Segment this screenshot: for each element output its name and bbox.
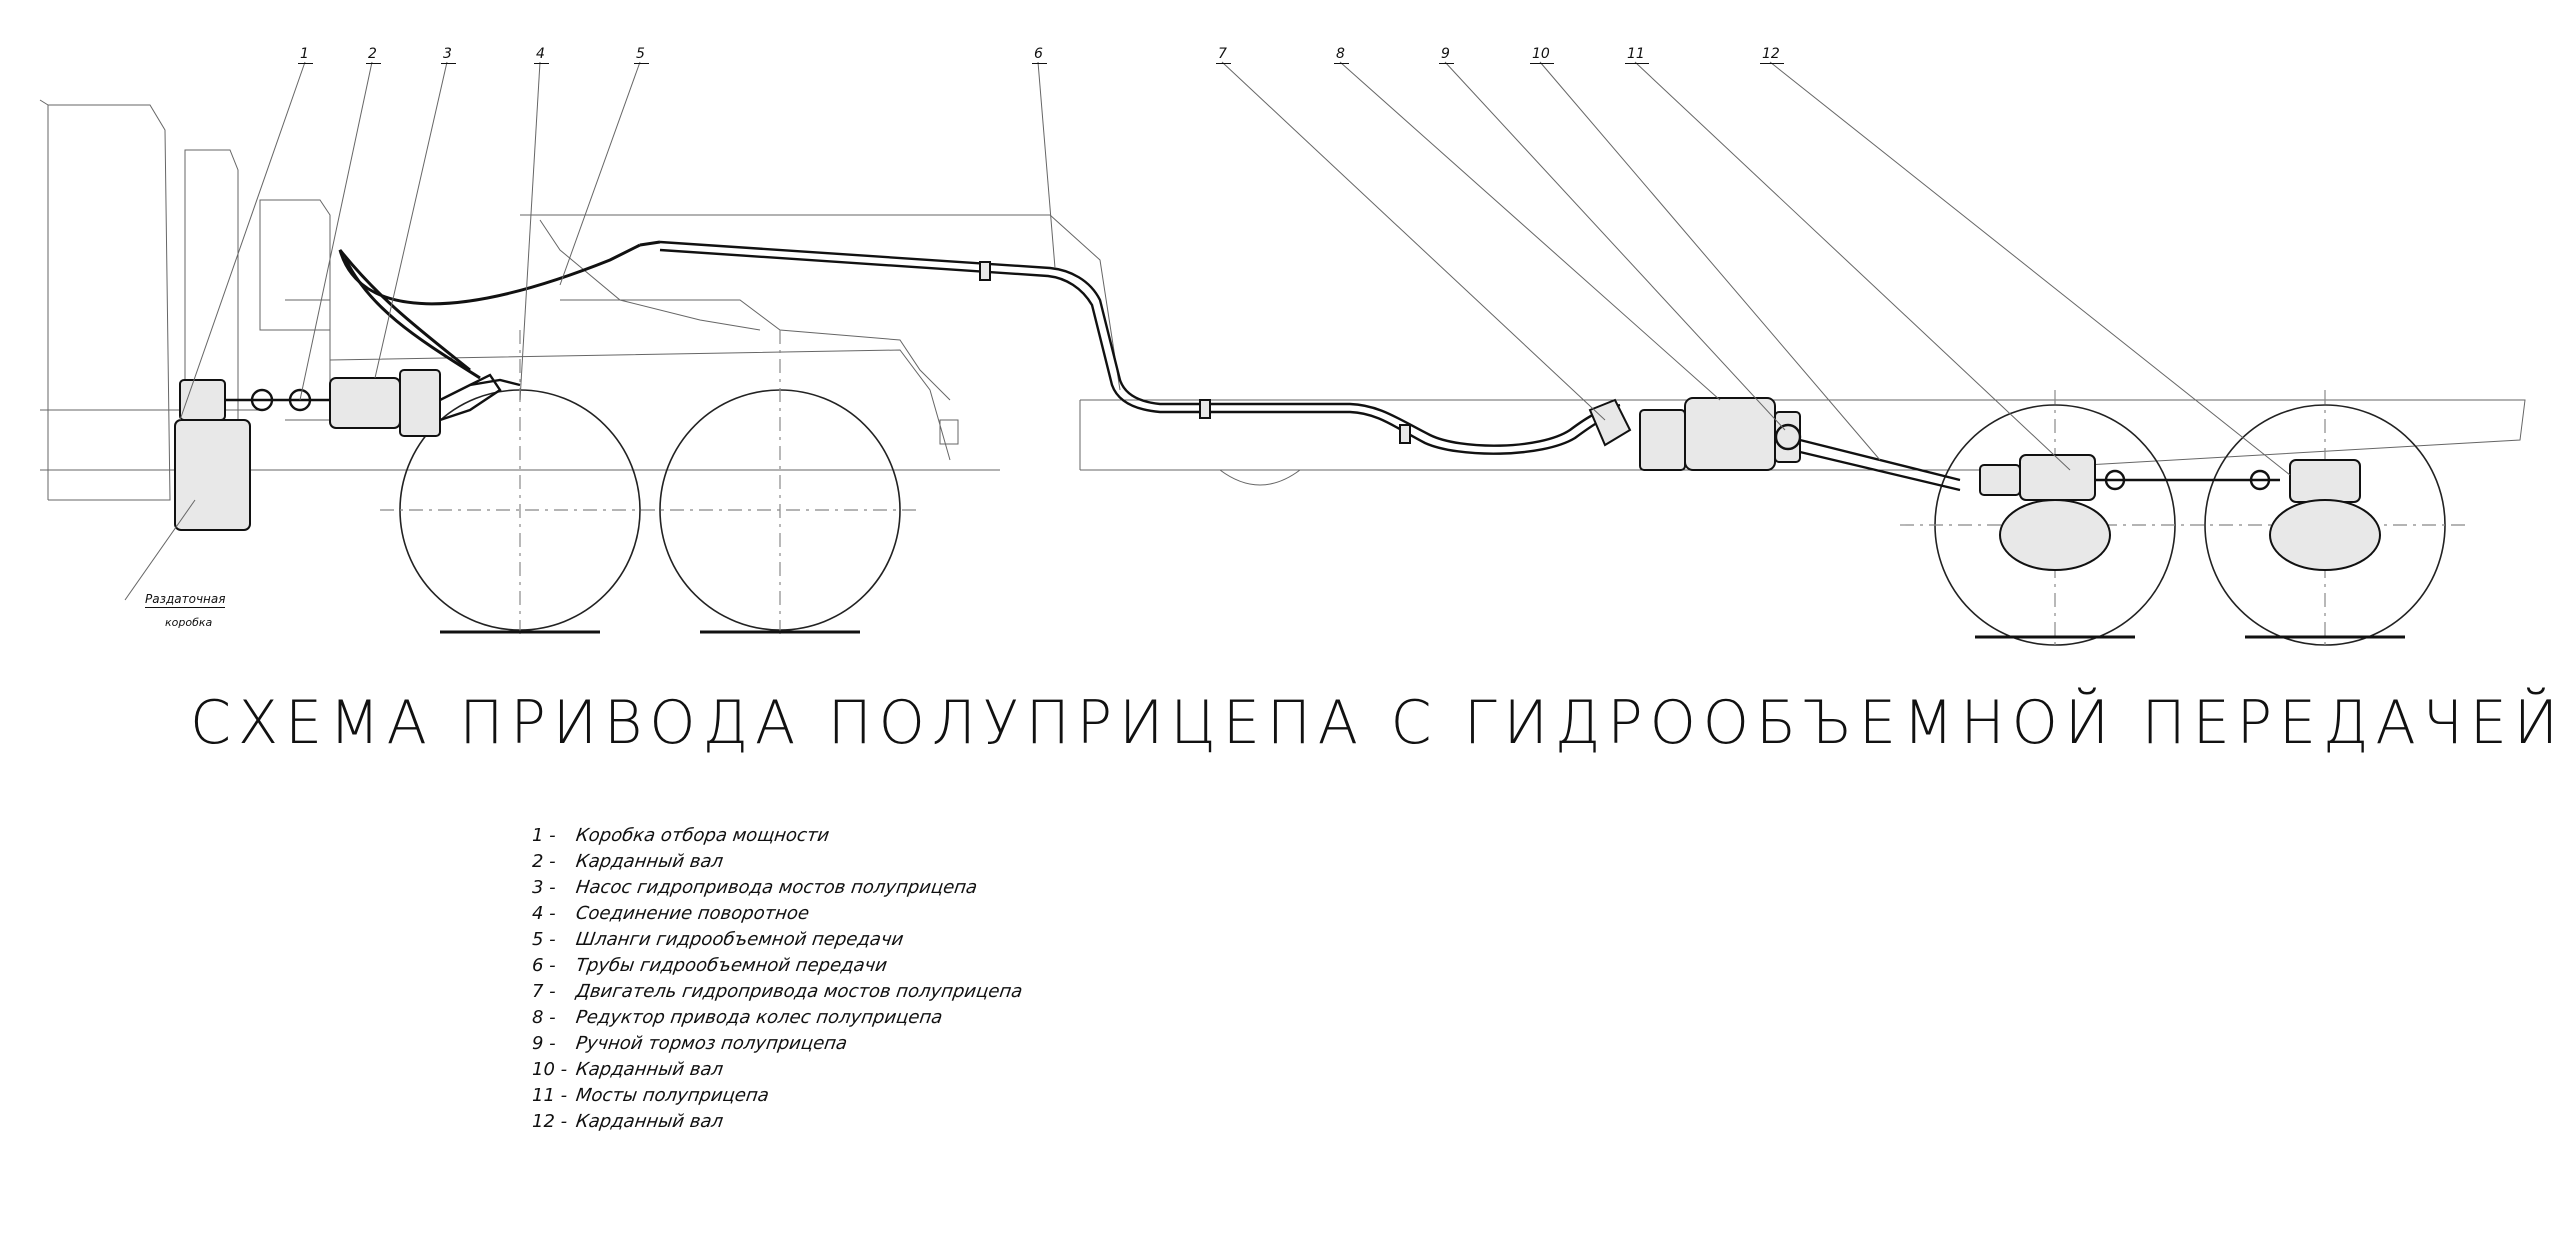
legend-item: 8 - Редуктор привода колес полуприцепа [532, 1004, 1022, 1030]
callout-12: 12 [1760, 46, 1784, 64]
rear-driveline [1799, 438, 2381, 571]
legend-text: Шланги гидрообъемной передачи [574, 928, 905, 950]
legend-number: 6 - [532, 954, 556, 976]
legend-item: 6 - Трубы гидрообъемной передачи [532, 952, 1022, 978]
transfer-case [174, 379, 330, 531]
legend-item: 11 - Мосты полуприцепа [532, 1082, 1022, 1108]
legend-item: 7 - Двигатель гидропривода мостов полупр… [532, 978, 1024, 1004]
legend-text: Насос гидропривода мостов полуприцепа [574, 876, 979, 898]
legend: 1 - Коробка отбора мощности 2 - Карданны… [532, 822, 1024, 1134]
legend-number: 12 - [532, 1110, 568, 1132]
callout-9: 9 [1439, 46, 1454, 64]
callout-4: 4 [534, 46, 549, 64]
legend-number: 11 - [532, 1084, 568, 1106]
callout-6: 6 [1032, 46, 1047, 64]
callout-7: 7 [1216, 46, 1231, 64]
legend-text: Редуктор привода колес полуприцепа [574, 1006, 944, 1028]
legend-item: 12 - Карданный вал [532, 1108, 1022, 1134]
semitrailer-frame [1079, 399, 2526, 486]
tractor-frame [329, 214, 1121, 461]
legend-text: Карданный вал [574, 1110, 725, 1132]
hydraulic-pump [329, 369, 521, 437]
legend-item: 9 - Ручной тормоз полуприцепа [532, 1030, 1022, 1056]
drive-scheme-drawing [39, 61, 2526, 650]
legend-number: 10 - [532, 1058, 568, 1080]
legend-number: 8 - [532, 1006, 556, 1028]
legend-text: Карданный вал [574, 1058, 725, 1080]
callout-2: 2 [366, 46, 381, 64]
callout-1: 1 [298, 46, 313, 64]
callout-5: 5 [634, 46, 649, 64]
callout-3: 3 [441, 46, 456, 64]
leader-lines [124, 61, 2291, 601]
legend-number: 5 - [532, 928, 556, 950]
legend-item: 3 - Насос гидропривода мостов полуприцеп… [532, 874, 1022, 900]
hydraulic-motor [1588, 397, 1802, 471]
transfer-case-label-line2: коробка [165, 616, 213, 629]
legend-text: Коробка отбора мощности [574, 824, 831, 846]
legend-item: 5 - Шланги гидрообъемной передачи [532, 926, 1022, 952]
callout-11: 11 [1625, 46, 1649, 64]
legend-number: 1 - [532, 824, 556, 846]
legend-text: Трубы гидрообъемной передачи [574, 954, 889, 976]
legend-text: Карданный вал [574, 850, 725, 872]
callout-10: 10 [1530, 46, 1554, 64]
semitrailer-wheels [1900, 390, 2470, 650]
legend-item: 10 - Карданный вал [532, 1056, 1022, 1082]
legend-text: Двигатель гидропривода мостов полуприцеп… [574, 980, 1024, 1002]
hydraulic-hoses [338, 240, 661, 380]
legend-item: 4 - Соединение поворотное [532, 900, 1022, 926]
legend-text: Мосты полуприцепа [574, 1084, 771, 1106]
callout-8: 8 [1334, 46, 1349, 64]
tractor-wheels [380, 330, 920, 640]
legend-number: 7 - [532, 980, 556, 1002]
legend-text: Ручной тормоз полуприцепа [574, 1032, 849, 1054]
legend-item: 1 - Коробка отбора мощности [532, 822, 1022, 848]
legend-text: Соединение поворотное [574, 902, 811, 924]
hydraulic-pipes [659, 240, 1621, 455]
legend-number: 3 - [532, 876, 556, 898]
legend-item: 2 - Карданный вал [532, 848, 1022, 874]
legend-number: 9 - [532, 1032, 556, 1054]
diagram-title: СХЕМА ПРИВОДА ПОЛУПРИЦЕПА С ГИДРООБЪЕМНО… [190, 688, 2560, 758]
transfer-case-label: Раздаточная [145, 592, 226, 608]
legend-number: 4 - [532, 902, 556, 924]
legend-number: 2 - [532, 850, 556, 872]
